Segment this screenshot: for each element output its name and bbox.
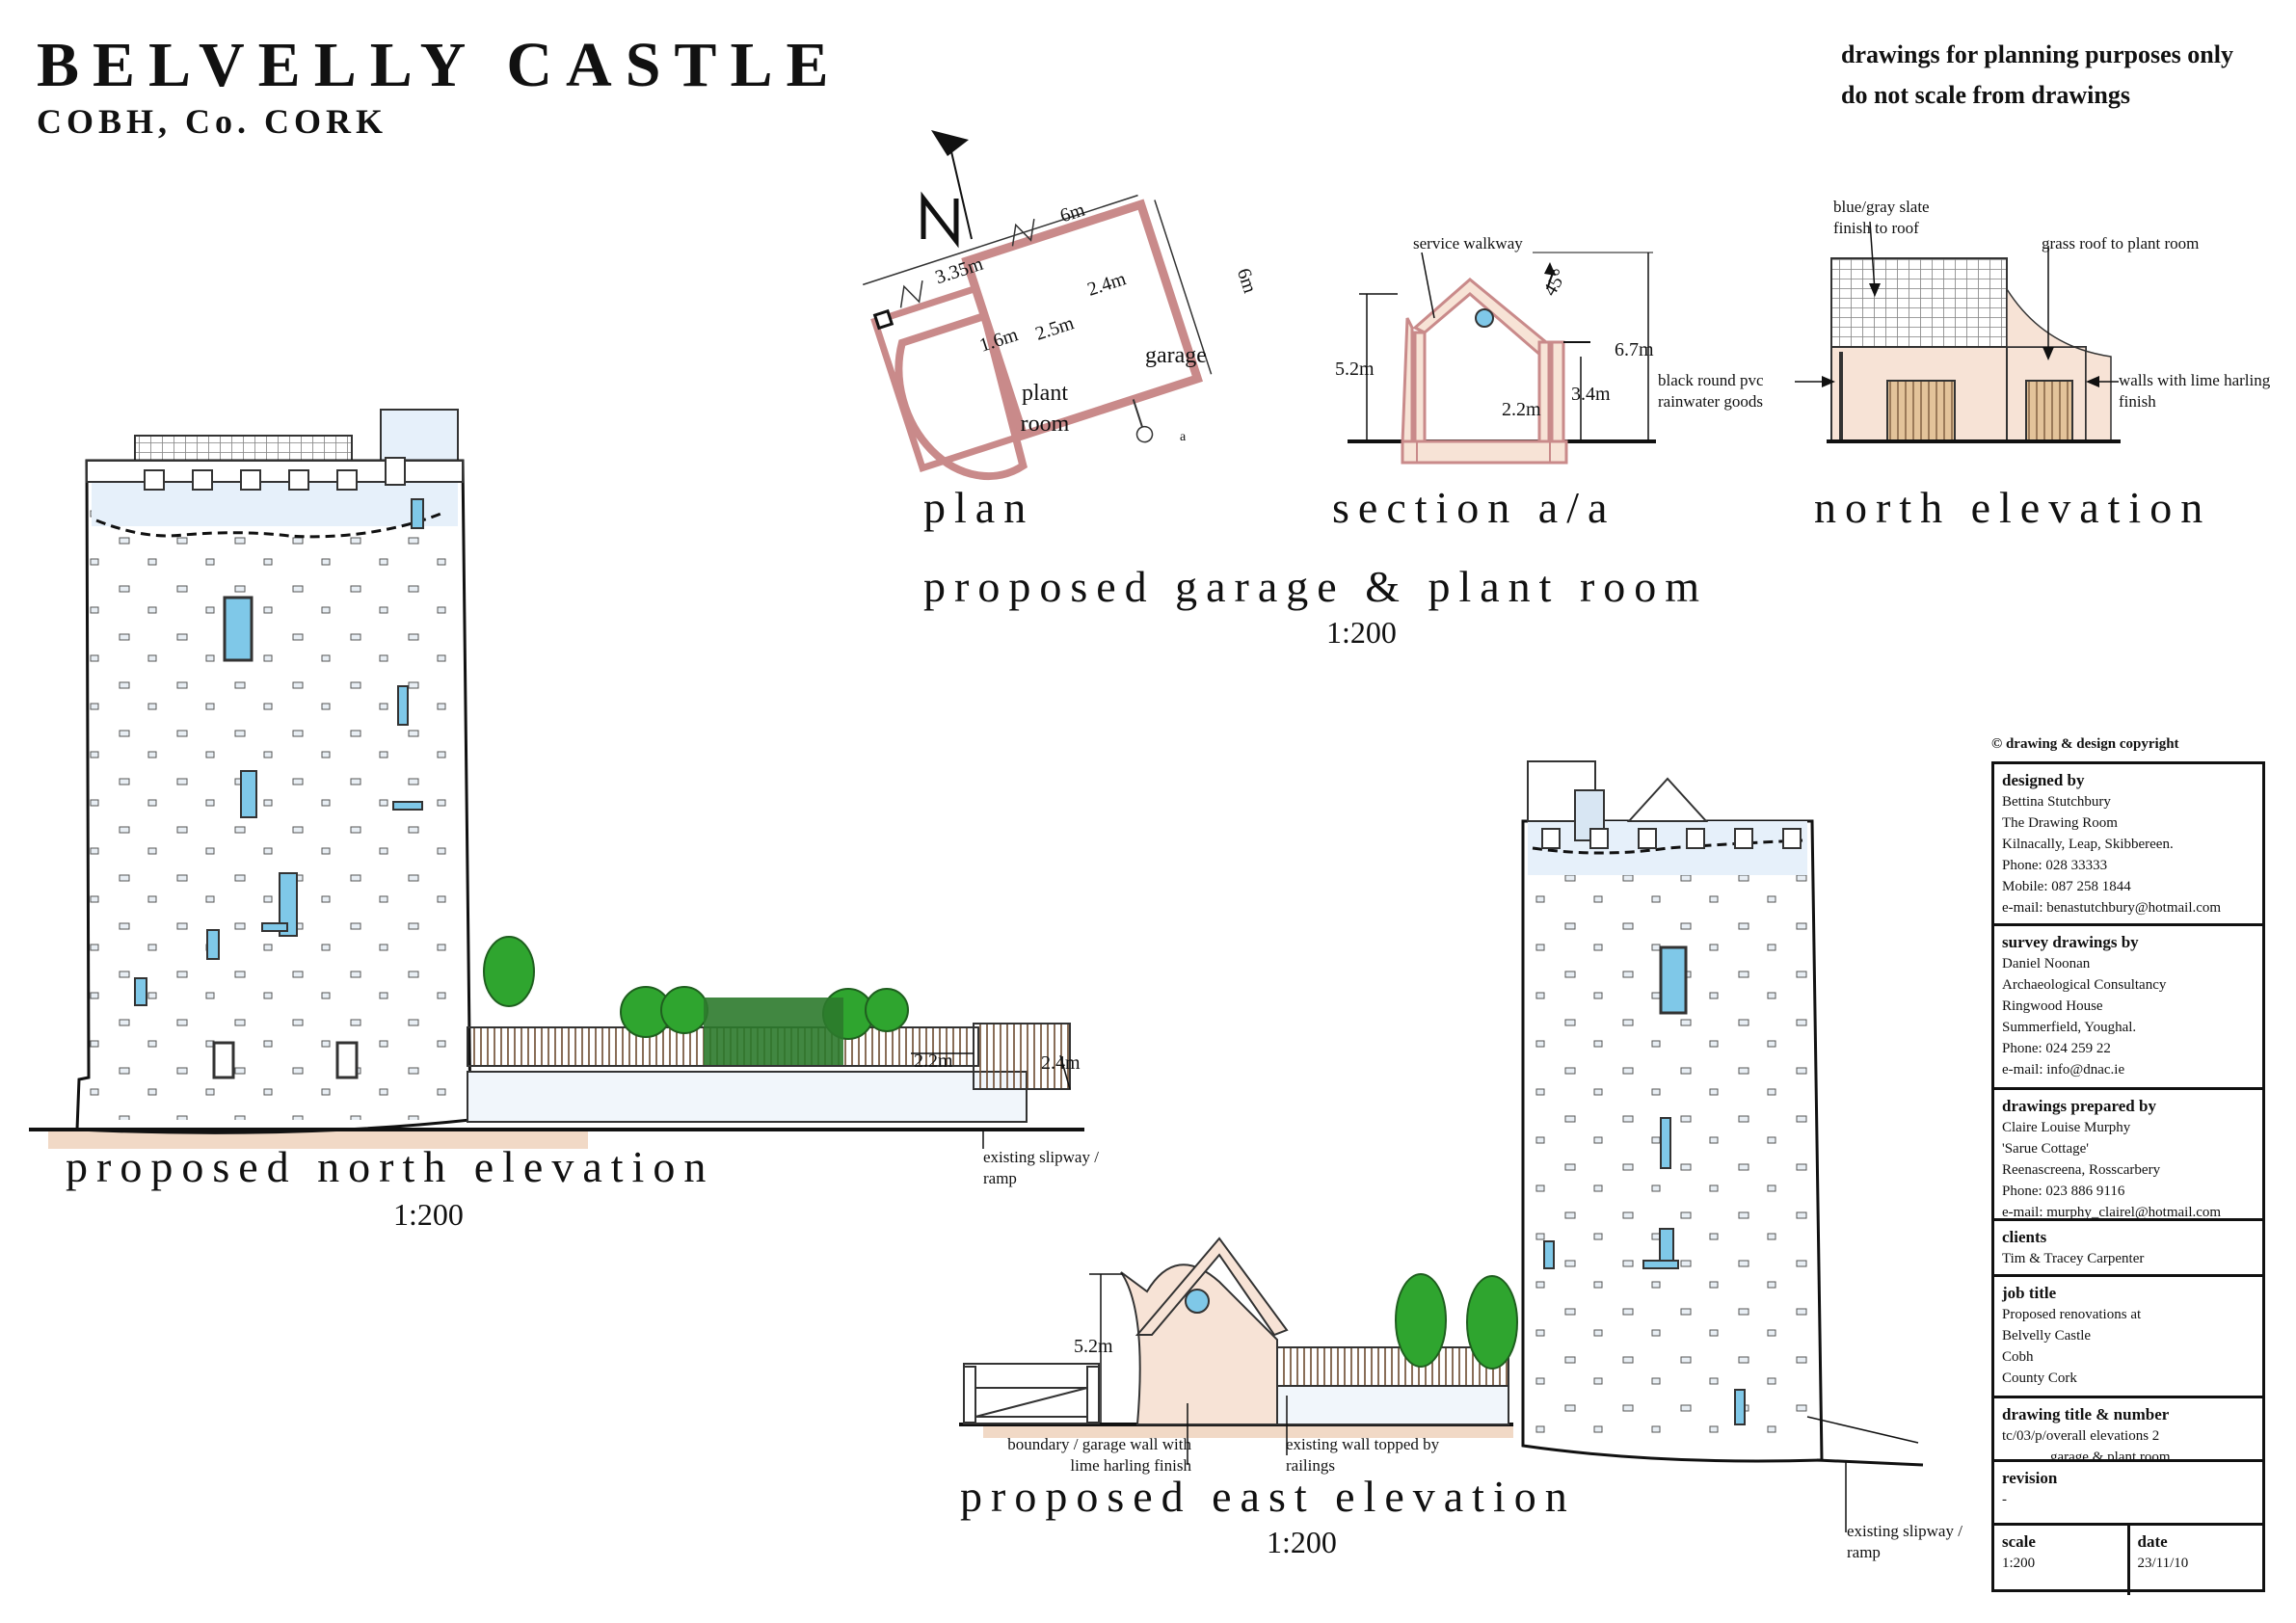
drawing-title-line: garage & plant room (2050, 1450, 2171, 1462)
designed-by-line: Bettina Stutchbury (2002, 794, 2111, 810)
prepared-by-line: Phone: 023 886 9116 (2002, 1184, 2125, 1199)
date-cell: date 23/11/10 (2130, 1526, 2263, 1595)
north-trees (483, 936, 909, 1040)
scale-cell: scale 1:200 (1994, 1526, 2130, 1595)
designed-by-line: Mobile: 087 258 1844 (2002, 879, 2131, 894)
drawing-title-section: drawing title & number tc/03/p/overall e… (1994, 1398, 2262, 1462)
garage-label: garage (1145, 343, 1207, 368)
slate-roof-note: blue/gray slate finish to roof (1833, 198, 1930, 237)
section-dim-1: 5.2m (1335, 359, 1375, 380)
survey-heading: survey drawings by (2002, 933, 2139, 951)
job-title-line: County Cork (2002, 1370, 2077, 1386)
east-trees (1395, 1273, 1518, 1370)
designed-by-heading: designed by (2002, 771, 2085, 789)
notice-line-2: do not scale from drawings (1841, 81, 2130, 109)
castle-east-elevation (959, 760, 1924, 1532)
plan-caption: plan (923, 483, 1035, 532)
north-elevation-scale: 1:200 (393, 1197, 464, 1232)
garage-drawing-title: proposed garage & plant room (923, 562, 1709, 611)
drawing-title-heading: drawing title & number (2002, 1405, 2170, 1423)
section-dim-3: 3.4m (1571, 384, 1611, 405)
scale-value: 1:200 (2002, 1556, 2036, 1571)
page-title: BELVELLY CASTLE (37, 30, 842, 100)
planning-notice: drawings for planning purposes only do n… (1841, 35, 2233, 116)
designed-by-line: Phone: 028 33333 (2002, 858, 2108, 873)
east-elevation-title: proposed east elevation (960, 1472, 1576, 1521)
east-elevation-scale: 1:200 (1267, 1525, 1337, 1559)
survey-line: Archaeological Consultancy (2002, 977, 2167, 993)
survey-line: e-mail: info@dnac.ie (2002, 1062, 2125, 1078)
job-title-line: Belvelly Castle (2002, 1328, 2092, 1344)
north-arrow-label: N (902, 198, 903, 199)
designed-by-line: The Drawing Room (2002, 815, 2118, 831)
garage-plan (862, 194, 1213, 481)
service-walkway-label: service walkway (1413, 234, 1523, 253)
survey-line: Phone: 024 259 22 (2002, 1041, 2111, 1056)
job-title-heading: job title (2002, 1284, 2057, 1302)
prepared-by-section: drawings prepared by Claire Louise Murph… (1994, 1090, 2262, 1221)
prepared-by-line: e-mail: murphy_clairel@hotmail.com (2002, 1205, 2222, 1220)
north-dim-b: 2.4m (1041, 1052, 1081, 1074)
clients-line: Tim & Tracey Carpenter (2002, 1251, 2145, 1266)
north-elevation-title: proposed north elevation (66, 1142, 715, 1191)
designed-by-line: e-mail: benastutchbury@hotmail.com (2002, 900, 2222, 916)
scale-heading: scale (2002, 1532, 2036, 1551)
revision-line: - (2002, 1492, 2007, 1507)
clients-section: clients Tim & Tracey Carpenter (1994, 1221, 2262, 1277)
section-dim-4: 2.2m (1502, 399, 1541, 420)
north-slipway-note: existing slipway / ramp (983, 1148, 1099, 1187)
garage-north-elevation (1795, 221, 2121, 443)
section-marker: a (1180, 430, 1187, 444)
castle-north-elevation (29, 409, 1084, 1149)
notice-line-1: drawings for planning purposes only (1841, 40, 2233, 68)
east-slipway-note: existing slipway / ramp (1847, 1522, 1962, 1561)
garage-section (1348, 252, 1656, 465)
survey-line: Summerfield, Youghal. (2002, 1020, 2137, 1035)
grass-roof-note: grass roof to plant room (2042, 234, 2200, 253)
page-subtitle: COBH, Co. CORK (37, 102, 388, 141)
designed-by-line: Kilnacally, Leap, Skibbereen. (2002, 837, 2174, 852)
section-caption: section a/a (1332, 483, 1616, 532)
copyright-note: © drawing & design copyright (1991, 736, 2179, 752)
boundary-wall-note: boundary / garage wall with lime harling… (1007, 1435, 1191, 1475)
garage-scale: 1:200 (1326, 615, 1397, 650)
plant-room-label: plant room (1020, 381, 1070, 437)
existing-wall-note: existing wall topped by railings (1286, 1435, 1440, 1475)
survey-line: Ringwood House (2002, 998, 2103, 1014)
revision-section: revision - (1994, 1462, 2262, 1526)
revision-heading: revision (2002, 1469, 2058, 1487)
north-elevation-caption: north elevation (1814, 483, 2212, 532)
date-heading: date (2137, 1532, 2168, 1551)
rainwater-note: black round pvc rainwater goods (1658, 371, 1764, 411)
scale-date-row: scale 1:200 date 23/11/10 (1994, 1526, 2262, 1595)
prepared-by-line: Claire Louise Murphy (2002, 1120, 2131, 1135)
title-block: designed by Bettina Stutchbury The Drawi… (1991, 761, 2265, 1595)
job-title-line: Proposed renovations at (2002, 1307, 2142, 1322)
prepared-by-line: Reenascreena, Rosscarbery (2002, 1162, 2161, 1178)
north-dim-a: 2.2m (914, 1051, 953, 1072)
date-value: 23/11/10 (2137, 1556, 2189, 1571)
job-title-section: job title Proposed renovations at Belvel… (1994, 1277, 2262, 1398)
section-dim-2: 6.7m (1615, 339, 1654, 360)
harling-note: walls with lime harling finish (2119, 371, 2271, 411)
prepared-by-heading: drawings prepared by (2002, 1097, 2156, 1115)
north-arrow (921, 130, 973, 249)
drawing-title-line: tc/03/p/overall elevations 2 (2002, 1428, 2160, 1444)
prepared-by-line: 'Sarue Cottage' (2002, 1141, 2089, 1157)
job-title-line: Cobh (2002, 1349, 2034, 1365)
east-dim: 5.2m (1074, 1336, 1113, 1357)
survey-line: Daniel Noonan (2002, 956, 2091, 971)
clients-heading: clients (2002, 1228, 2047, 1246)
designed-by-section: designed by Bettina Stutchbury The Drawi… (1994, 764, 2262, 926)
survey-section: survey drawings by Daniel Noonan Archaeo… (1994, 926, 2262, 1090)
